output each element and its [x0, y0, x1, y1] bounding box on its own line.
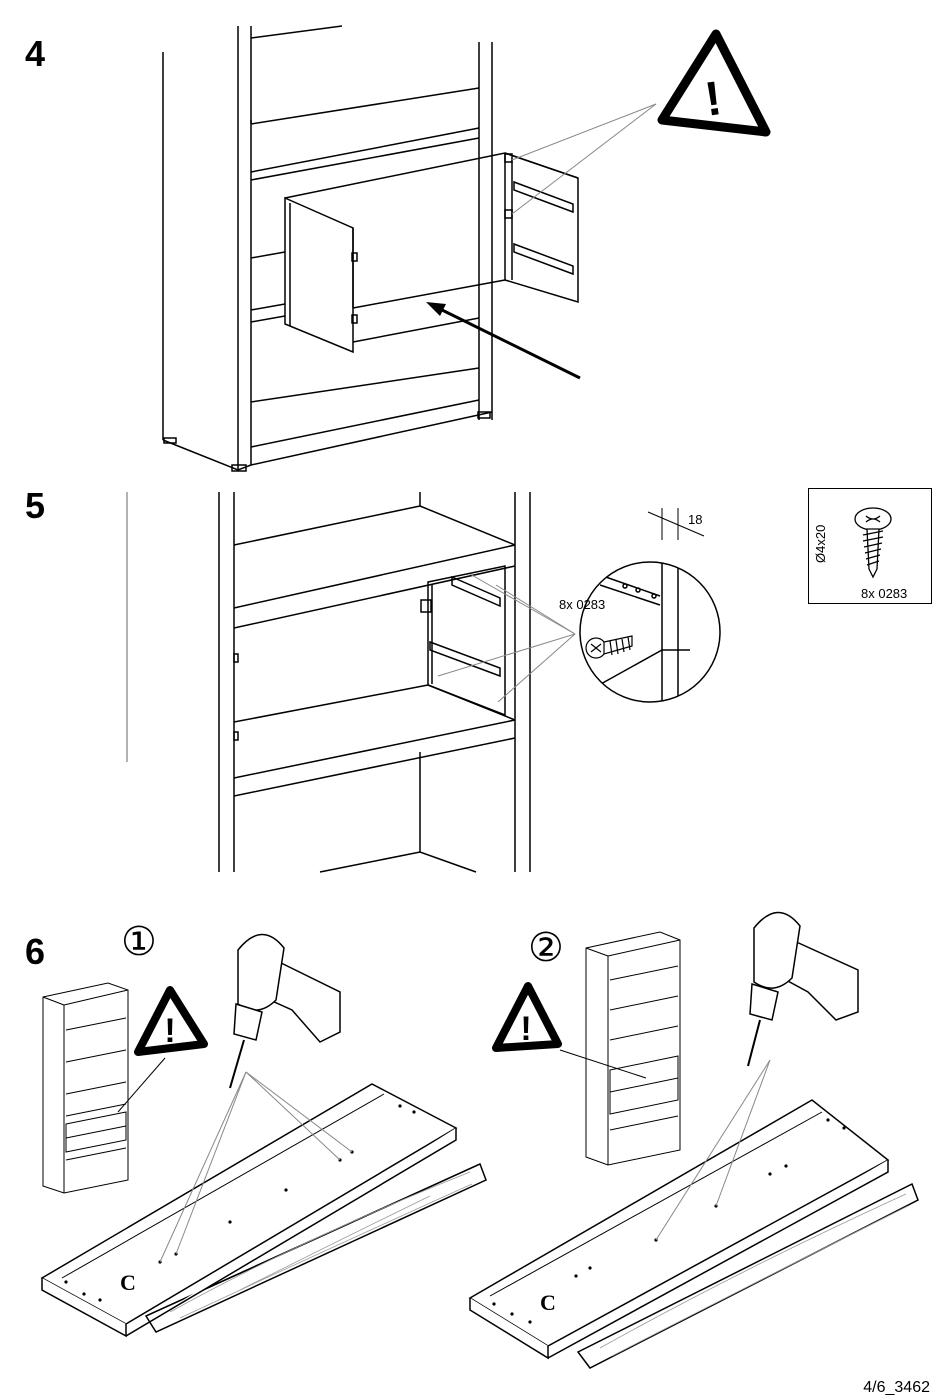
part-label-c-2: C	[540, 1290, 556, 1316]
svg-text:!: !	[164, 1012, 175, 1050]
svg-text:!: !	[520, 1010, 531, 1048]
page-reference: 4/6_3462	[863, 1379, 930, 1397]
part-label-c-1: C	[120, 1270, 136, 1296]
